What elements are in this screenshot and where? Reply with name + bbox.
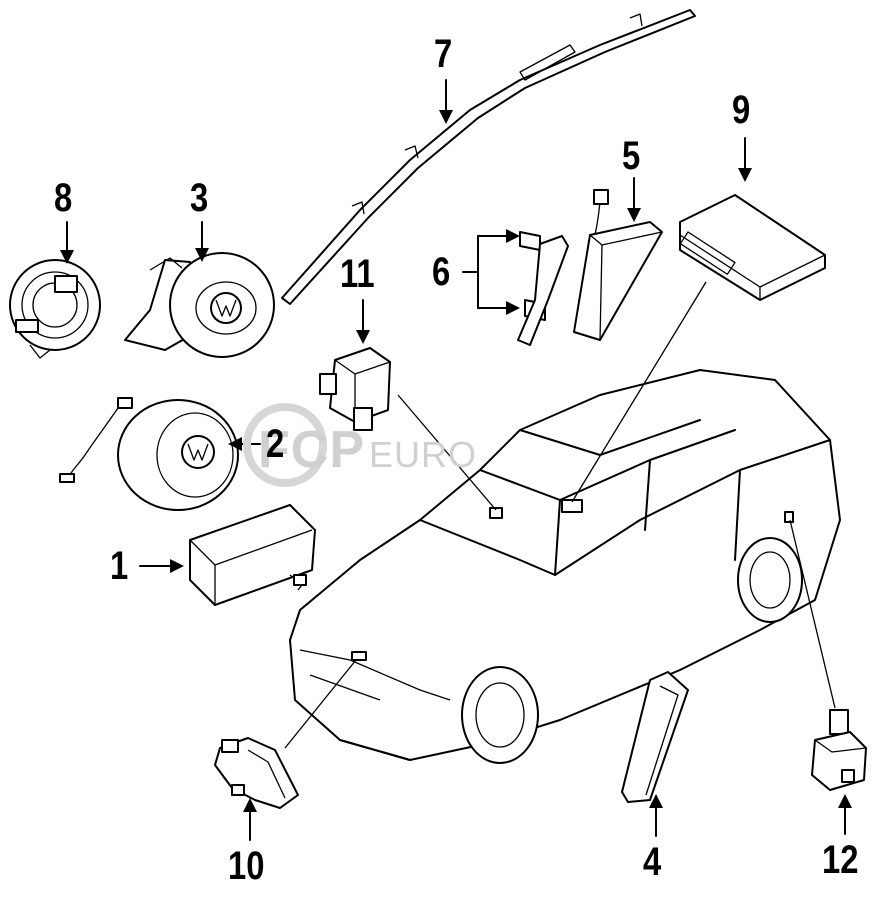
arrow-2 (228, 437, 242, 451)
leader-12-to-car (789, 519, 836, 709)
callout-6: 6 (432, 250, 451, 294)
callout-3: 3 (190, 176, 209, 220)
callout-10: 10 (228, 844, 265, 888)
arrow-3 (195, 248, 209, 262)
watermark-circle (243, 403, 327, 487)
callout-11: 11 (340, 252, 375, 296)
steering-airbag-part-3 (124, 252, 275, 358)
arrow-10 (243, 798, 257, 812)
control-module-part-9 (679, 194, 826, 301)
callout-2: 2 (266, 422, 285, 466)
callout-12: 12 (822, 838, 859, 882)
callout-4: 4 (643, 840, 662, 884)
leader-9-to-car (571, 281, 707, 503)
side-airbag-part-5 (573, 189, 663, 341)
curtain-airbag-part-7 (281, 9, 696, 305)
passenger-airbag-part-1 (189, 504, 316, 606)
leader-11-to-car (397, 394, 497, 511)
arrow-8 (60, 250, 74, 264)
pillar-airbag-part-4 (621, 671, 689, 803)
callout-5: 5 (622, 134, 641, 178)
arrow-6-top (506, 229, 520, 243)
clock-spring-part-8 (9, 259, 101, 359)
vehicle-body (289, 369, 841, 764)
arrow-11 (356, 330, 370, 344)
leader-10-to-car (284, 659, 357, 749)
arrow-6-bottom (506, 301, 520, 315)
bracket-part-6 (517, 231, 569, 346)
arrow-5 (627, 208, 641, 222)
crash-sensor-part-10 (214, 737, 299, 809)
arrow-9 (738, 168, 752, 182)
callout-9: 9 (732, 88, 751, 132)
callout-8: 8 (54, 176, 73, 220)
arrow-4 (649, 794, 663, 808)
driver-airbag-part-2 (59, 397, 239, 511)
sensor-part-11 (319, 347, 391, 431)
arrow-1 (170, 559, 184, 573)
callout-1: 1 (110, 544, 129, 588)
arrow-7 (439, 110, 453, 124)
callout-7: 7 (434, 32, 453, 76)
arrow-12 (838, 794, 852, 808)
side-sensor-part-12 (811, 709, 867, 791)
